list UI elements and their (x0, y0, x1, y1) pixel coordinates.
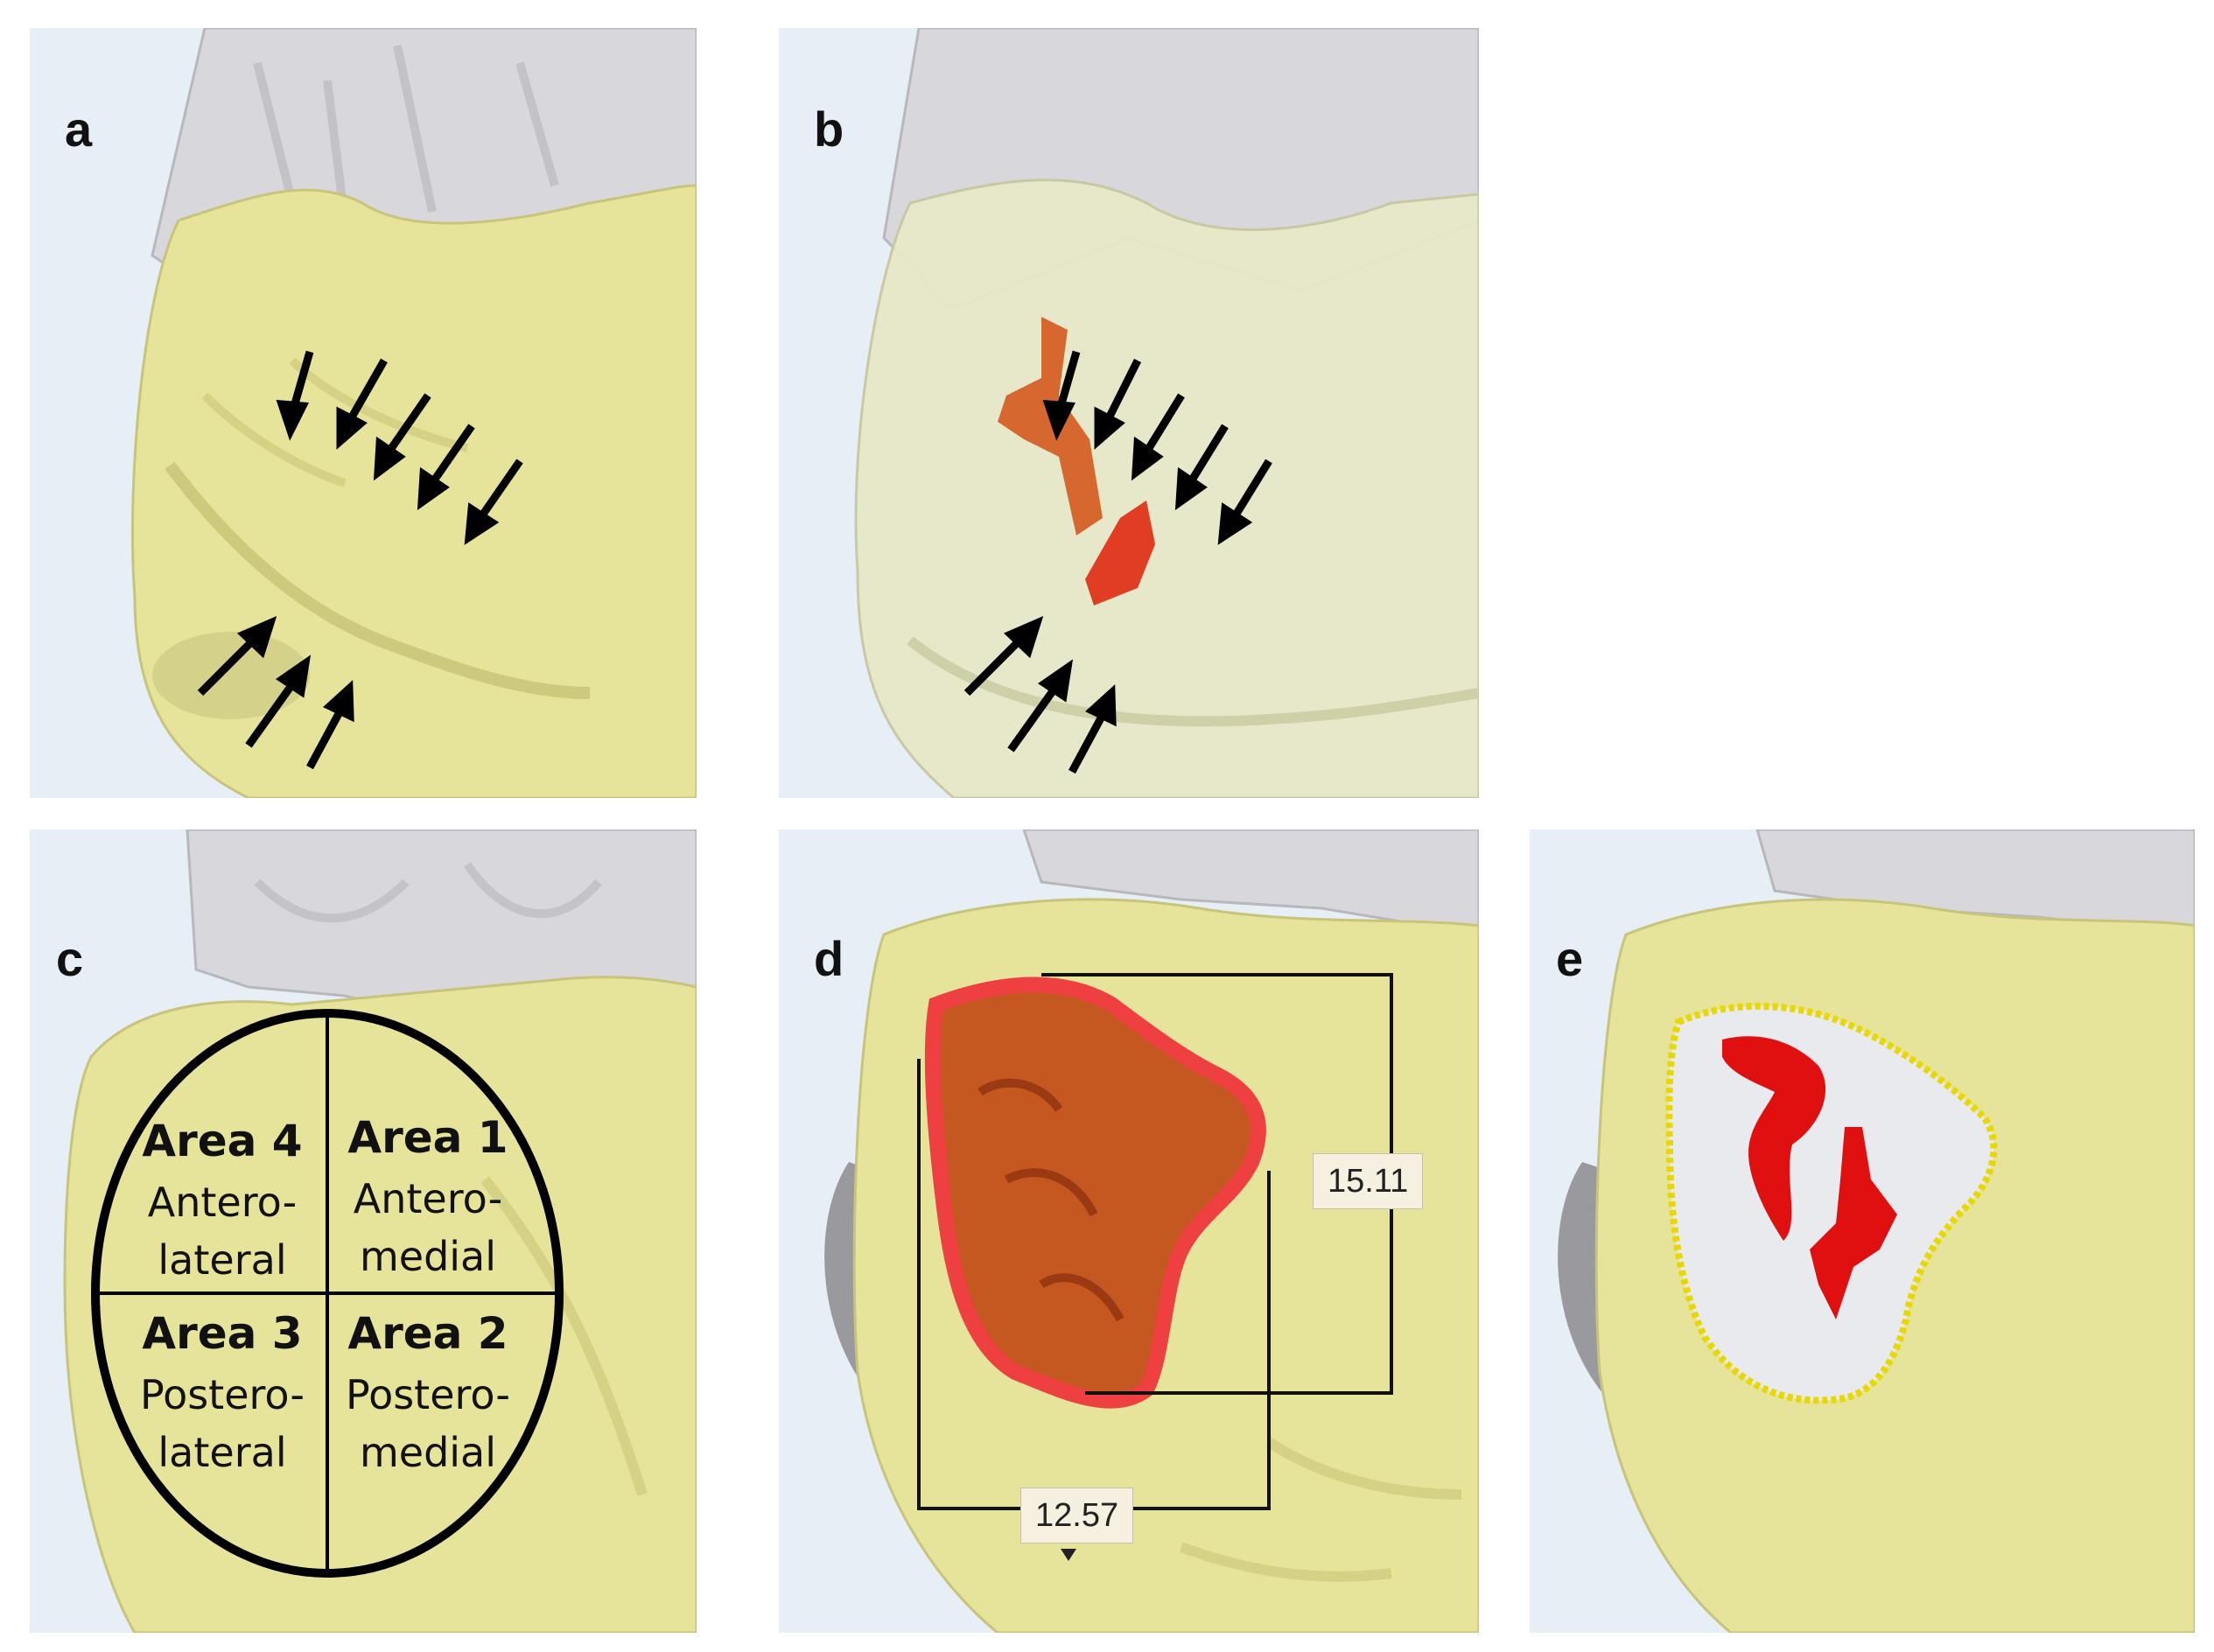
measurement-width: 15.11 (1313, 1153, 1424, 1209)
arrows (963, 350, 1272, 774)
area-line: Antero- (147, 1178, 298, 1226)
panel-label: d (814, 931, 844, 986)
panel-e-image (1530, 830, 2195, 1633)
quadrant-overlay (91, 1009, 564, 1578)
panel-label: a (65, 102, 93, 157)
panel-c-image (30, 830, 697, 1633)
area-title: Area 3 (142, 1308, 303, 1359)
area-line: medial (359, 1233, 497, 1281)
lesion-shape (1085, 500, 1155, 606)
panel-a-image (30, 28, 697, 798)
panel-d-image (779, 830, 1479, 1633)
panel-d: d 15.11 12.57 (779, 830, 1479, 1633)
area-4-label: Area 4 Antero- lateral (117, 1110, 327, 1290)
area-title: Area 4 (142, 1116, 303, 1166)
panel-b: b (779, 28, 1479, 798)
lesion-shape (998, 317, 1103, 536)
area-line: Antero- (353, 1174, 503, 1222)
panel-label: b (814, 102, 844, 157)
panel-b-image (779, 28, 1479, 798)
arrows (197, 350, 523, 770)
area-title: Area 2 (347, 1308, 508, 1359)
area-3-label: Area 3 Postero- lateral (117, 1302, 327, 1482)
lesion-shape (1722, 1036, 1826, 1241)
area-line: lateral (158, 1236, 287, 1284)
defect-region (1665, 1002, 1998, 1404)
lesion-shape (1810, 1127, 1897, 1320)
panel-c: c Area 4 Antero- lateral Area 1 Antero- … (30, 830, 697, 1633)
panel-label: e (1556, 931, 1584, 986)
area-1-label: Area 1 Antero- medial (323, 1106, 533, 1286)
panel-a: a (30, 28, 697, 798)
area-line: medial (359, 1429, 497, 1477)
area-2-label: Area 2 Postero- medial (323, 1302, 533, 1482)
panel-e: e (1530, 830, 2195, 1633)
lesion-outline (924, 976, 1266, 1409)
measurement-height: 12.57 (1020, 1488, 1134, 1544)
area-line: Postero- (345, 1370, 511, 1418)
area-line: Postero- (139, 1370, 305, 1418)
panel-label: c (56, 931, 84, 986)
area-line: lateral (158, 1429, 287, 1477)
area-title: Area 1 (347, 1112, 508, 1163)
